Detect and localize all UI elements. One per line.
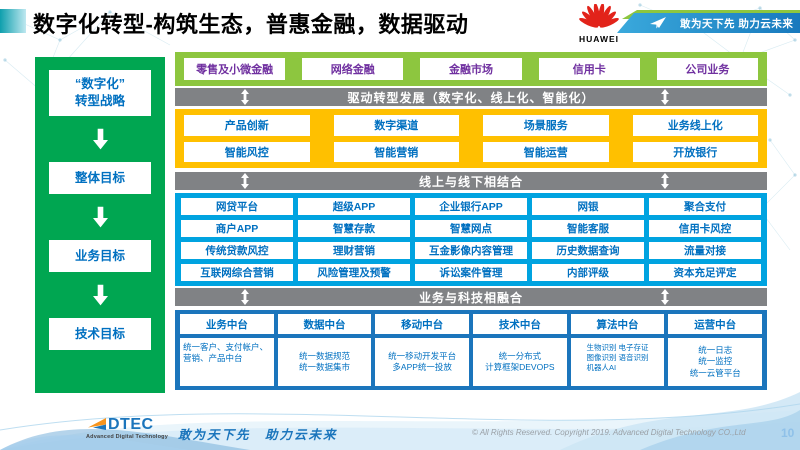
app-box: 网银 [532, 198, 644, 215]
platform-desc: 生物识别 电子存证 图像识别 语音识别 机器人AI [570, 338, 665, 386]
capability-box: 场景服务 [483, 115, 609, 136]
app-box: 智慧网点 [415, 220, 527, 237]
business-lines-row: 零售及小微金融 网络金融 金融市场 信用卡 公司业务 [175, 52, 767, 86]
strategy-box-business: 业务目标 [49, 240, 151, 272]
app-box: 商户APP [181, 220, 293, 237]
platform-title: 移动中台 [375, 314, 470, 334]
strategy-box-overall: 整体目标 [49, 162, 151, 194]
updown-arrow-icon [241, 89, 249, 105]
updown-arrow-icon [661, 173, 669, 189]
app-box: 资本充足评定 [649, 264, 761, 281]
business-line: 公司业务 [656, 58, 759, 80]
app-box: 智能客服 [532, 220, 644, 237]
platform-desc: 统一移动开发平台 多APP统一投放 [375, 338, 470, 386]
platform-desc: 统一数据规范 统一数据集市 [277, 338, 372, 386]
app-box: 互金影像内容管理 [415, 242, 527, 259]
capability-box: 智能营销 [333, 141, 459, 162]
app-box: 历史数据查询 [532, 242, 644, 259]
strategy-box-digital: “数字化” 转型战略 [49, 70, 151, 116]
platform-title: 算法中台 [570, 314, 665, 334]
platform-title: 业务中台 [180, 314, 274, 334]
platform-column: 算法中台 生物识别 电子存证 图像识别 语音识别 机器人AI [570, 314, 665, 386]
bar-online-offline: 线上与线下相结合 [175, 172, 767, 190]
platform-column: 移动中台 统一移动开发平台 多APP统一投放 [375, 314, 470, 386]
platform-column: 运营中台 统一日志 统一监控 统一云管平台 [668, 314, 763, 386]
app-box: 网贷平台 [181, 198, 293, 215]
capability-box: 智能风控 [184, 141, 310, 162]
platform-desc: 统一客户、支付帐户、营销、产品中台 [180, 338, 274, 386]
down-arrow-icon [92, 116, 108, 162]
updown-arrow-icon [661, 289, 669, 305]
dtec-arrow-icon [88, 418, 106, 430]
strategy-panel: “数字化” 转型战略 整体目标 业务目标 技术目标 [35, 57, 165, 393]
capability-section: 产品创新 数字渠道 场景服务 业务线上化 智能风控 智能营销 智能运营 开放银行 [175, 109, 767, 168]
app-box: 诉讼案件管理 [415, 264, 527, 281]
capability-box: 开放银行 [632, 141, 758, 162]
bar-label: 业务与科技相融合 [418, 290, 523, 305]
bar-drive-transform: 驱动转型发展（数字化、线上化、智能化） [175, 88, 767, 106]
platform-column: 技术中台 统一分布式 计算框架DEVOPS [473, 314, 567, 386]
platform-title: 运营中台 [668, 314, 763, 334]
dtec-subtitle: Advanced Digital Technology [86, 434, 169, 440]
platform-title: 数据中台 [277, 314, 372, 334]
app-box: 内部评级 [532, 264, 644, 281]
footer-slogan: 敢为天下先 助力云未来 [178, 428, 338, 442]
app-box: 信用卡风控 [649, 220, 761, 237]
bar-label: 线上与线下相结合 [418, 174, 523, 189]
dtec-logo: DTEC Advanced Digital Technology [86, 416, 169, 441]
down-arrow-icon [92, 194, 108, 240]
app-box: 理财营销 [298, 242, 410, 259]
updown-arrow-icon [241, 173, 249, 189]
capability-box: 业务线上化 [632, 115, 758, 136]
capability-box: 数字渠道 [333, 115, 459, 136]
business-line: 金融市场 [420, 58, 522, 80]
updown-arrow-icon [241, 289, 249, 305]
platform-column: 业务中台 统一客户、支付帐户、营销、产品中台 [180, 314, 274, 386]
capability-box: 产品创新 [184, 115, 310, 136]
bar-business-tech: 业务与科技相融合 [175, 288, 767, 306]
copyright-text: © All Rights Reserved. Copyright 2019. A… [472, 428, 746, 437]
capability-box: 智能运营 [483, 141, 609, 162]
page-number: 10 [781, 426, 795, 440]
app-box: 企业银行APP [415, 198, 527, 215]
app-box: 超级APP [298, 198, 410, 215]
huawei-flower-icon [579, 2, 619, 28]
paper-plane-icon [650, 17, 666, 29]
app-box: 传统贷款风控 [181, 242, 293, 259]
app-box: 风险管理及预警 [298, 264, 410, 281]
page-title: 数字化转型-构筑生态，普惠金融，数据驱动 [33, 12, 469, 37]
strategy-box-technology: 技术目标 [49, 318, 151, 350]
slogan-ribbon: 敢为天下先 助力云未来 [617, 13, 800, 33]
app-box: 流量对接 [649, 242, 761, 259]
channel-application-section: 网贷平台 超级APP 企业银行APP 网银 聚合支付 商户APP 智慧存款 智慧… [175, 193, 767, 286]
middle-platform-section: 业务中台 统一客户、支付帐户、营销、产品中台 数据中台 统一数据规范 统一数据集… [175, 310, 767, 390]
huawei-wordmark: HUAWEI [579, 34, 619, 44]
bar-label: 驱动转型发展（数字化、线上化、智能化） [347, 90, 595, 105]
platform-desc: 统一分布式 计算框架DEVOPS [473, 338, 567, 386]
business-line: 零售及小微金融 [184, 58, 286, 80]
platform-column: 数据中台 统一数据规范 统一数据集市 [277, 314, 372, 386]
platform-title: 技术中台 [473, 314, 567, 334]
down-arrow-icon [92, 272, 108, 318]
title-accent [0, 9, 26, 33]
business-line: 信用卡 [538, 58, 640, 80]
dtec-wordmark: DTEC [108, 416, 154, 433]
ribbon-slogan-text: 敢为天下先 助力云未来 [680, 17, 794, 30]
app-box: 智慧存款 [298, 220, 410, 237]
huawei-logo: HUAWEI [576, 2, 622, 44]
business-line: 网络金融 [302, 58, 404, 80]
platform-desc: 统一日志 统一监控 统一云管平台 [668, 338, 763, 386]
app-box: 互联网综合营销 [181, 264, 293, 281]
updown-arrow-icon [661, 89, 669, 105]
app-box: 聚合支付 [649, 198, 761, 215]
